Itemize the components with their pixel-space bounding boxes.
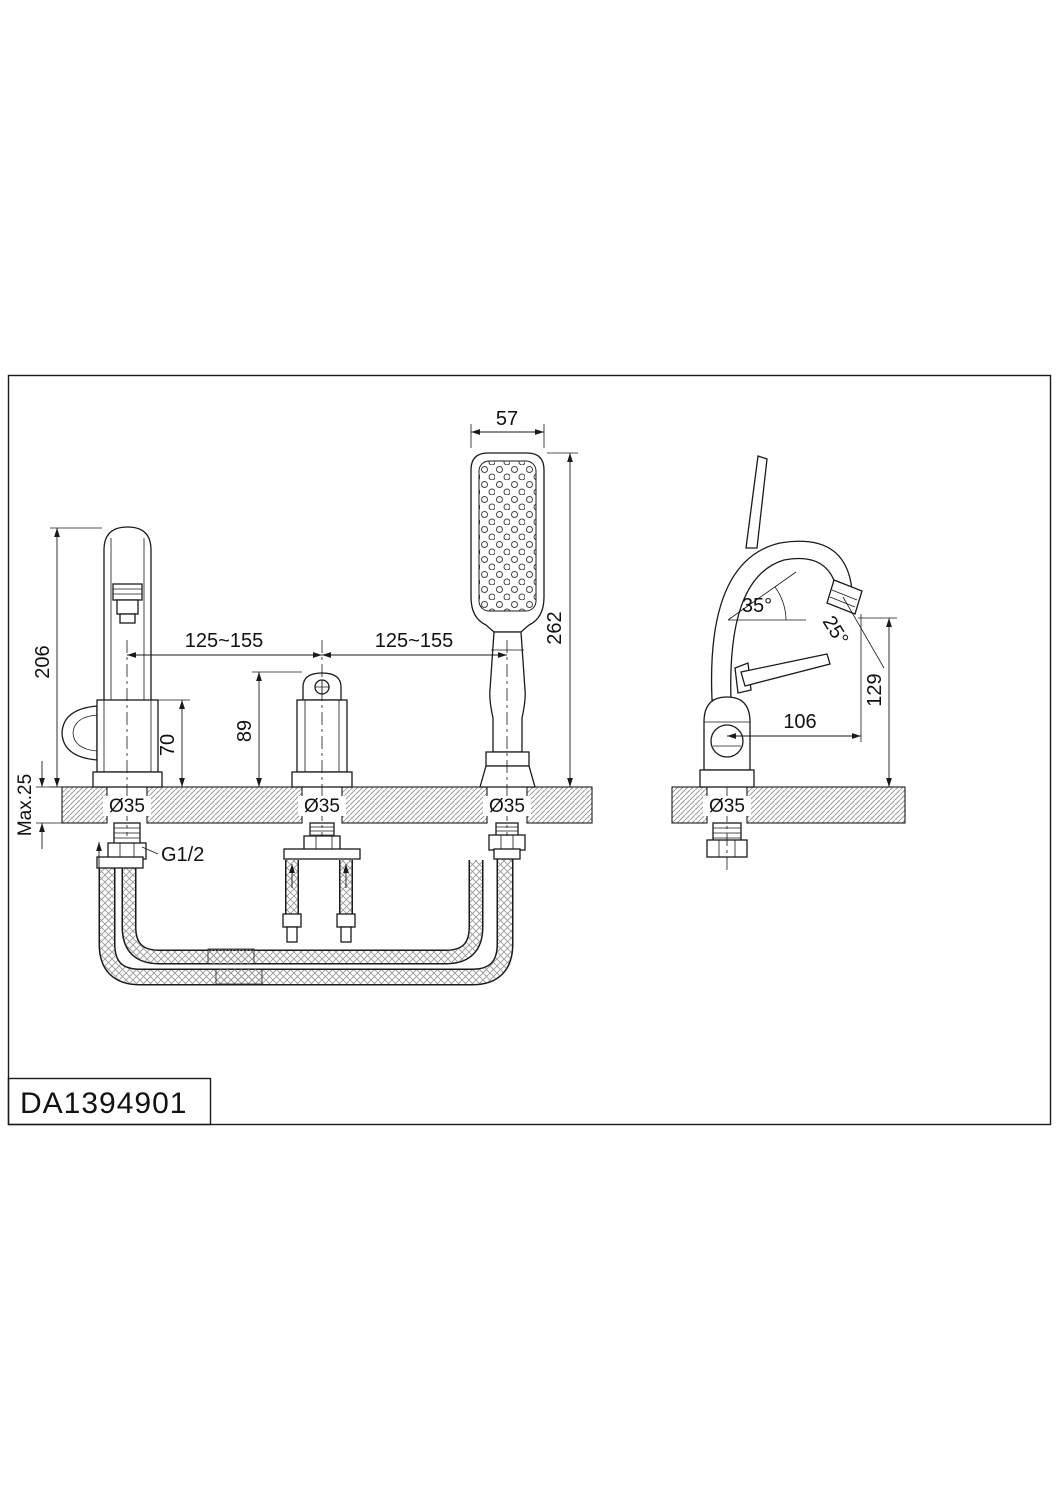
- valve-body-inner-lines: [304, 700, 340, 772]
- side-pop-up-knob: [710, 724, 744, 758]
- hole-diameter-labels: Ø35 Ø35 Ø35: [103, 796, 531, 817]
- shower-holder-cone: [479, 765, 536, 788]
- side-hole-diameter-label: Ø35: [703, 796, 751, 817]
- front-view-supply-tails: [282, 860, 356, 943]
- dim-max25-text: Max.25: [15, 774, 36, 836]
- hose-inner-body: [123, 860, 482, 963]
- dim-57-text: 57: [496, 408, 518, 430]
- spout-tube-inner-lines: [110, 538, 145, 700]
- side-view-deck: [671, 786, 906, 824]
- dim-hole-spacing: 125~155 125~155: [127, 630, 507, 658]
- dim-valve-height: 89: [234, 671, 302, 787]
- spout-aerator-top: [112, 583, 143, 601]
- dim-handshower-height: 262: [544, 452, 592, 788]
- spout-aerator-rings: [113, 588, 142, 595]
- shower-nut: [488, 834, 526, 851]
- deck-seg-1: [61, 786, 108, 824]
- side-hole-dia-text: Ø35: [709, 796, 745, 817]
- deck-seg-2: [146, 786, 303, 824]
- dim-spacing-right-text: 125~155: [375, 630, 453, 652]
- side-view-body: [699, 455, 863, 870]
- dim-70-text: 70: [157, 734, 179, 756]
- dim-35-lines: [727, 571, 806, 621]
- side-nut-facets: [718, 840, 736, 857]
- dim-spout-body-height: 70: [157, 699, 190, 787]
- thread-leader-line: [141, 846, 159, 855]
- tail-right-nipple: [340, 926, 352, 943]
- valve-manifold: [283, 848, 361, 860]
- front-view-flow-arrows: [96, 842, 349, 888]
- thread-size-text: G1/2: [161, 844, 204, 866]
- shower-nut-facets: [500, 835, 514, 850]
- dim-35-arc: [774, 586, 787, 621]
- spout-nut-facets: [119, 843, 135, 859]
- dim-shower-width: 57: [470, 408, 545, 448]
- shower-spray-face: [478, 460, 537, 612]
- hose-inner-outline: [121, 860, 484, 965]
- dim-35-text: 35°: [742, 595, 772, 617]
- spout-aerator-tip: [119, 613, 136, 624]
- front-view-shanks: [96, 822, 526, 869]
- tail-left-nipple: [286, 926, 298, 943]
- side-lever-up: [745, 455, 768, 549]
- hole-dia-spout-text: Ø35: [109, 796, 145, 817]
- dim-129-text: 129: [864, 673, 886, 706]
- dim-262-text: 262: [544, 611, 566, 644]
- tail-left-fitting: [282, 913, 302, 928]
- front-view-hoses: [98, 852, 514, 986]
- side-spout-nozzle: [826, 579, 863, 615]
- title-block: [7, 1077, 212, 1126]
- hose-inner-braid: [123, 860, 482, 963]
- dim-106-text: 106: [783, 711, 816, 733]
- spout-assembly: [61, 526, 163, 788]
- dim-89-text: 89: [234, 720, 256, 742]
- hose-tag-inner: [207, 948, 255, 965]
- part-number: DA1394901: [20, 1087, 187, 1120]
- dim-max25-ext-lines: [36, 786, 62, 824]
- side-lever-down: [740, 653, 831, 687]
- dim-outlet-height: 129: [858, 617, 897, 787]
- dim-spacing-left-text: 125~155: [185, 630, 263, 652]
- handshower-assembly: [470, 452, 545, 788]
- spout-body-inner-lines: [103, 700, 152, 772]
- side-deck-seg-1: [671, 786, 708, 824]
- spout-body: [96, 699, 159, 773]
- hole-label-bg-3: [483, 796, 531, 816]
- side-deck-seg-2: [746, 786, 906, 824]
- drawing-frame: DA1394901: [7, 374, 1052, 1126]
- dim-206-text: 206: [32, 645, 54, 678]
- hole-label-bg-2: [298, 796, 346, 816]
- deck-seg-4: [526, 786, 593, 824]
- dim-deck-thickness: Max.25: [15, 761, 62, 849]
- spout-base-flange: [92, 771, 163, 788]
- dim-spout-reach: 106: [727, 614, 862, 742]
- side-nozzle-detail: [829, 589, 858, 608]
- dim-25-text: 25°: [818, 612, 853, 649]
- shower-holder-ring: [485, 751, 530, 767]
- spout-aerator-mid: [116, 599, 139, 615]
- dim-25-line: [842, 596, 885, 669]
- hose-tag-outer: [215, 968, 263, 985]
- front-view-deck: [61, 786, 593, 824]
- shower-hose-fitting: [493, 848, 521, 860]
- dim-57-ext-lines: [470, 424, 545, 448]
- border-rect: [7, 374, 1052, 1126]
- thread-label: G1/2: [141, 844, 204, 866]
- side-hole-label-bg: [703, 796, 751, 816]
- deck-seg-3: [341, 786, 488, 824]
- dim-angle-up: 35°: [727, 571, 806, 621]
- diverter-knob: [61, 705, 98, 761]
- hose-outer-braid: [100, 852, 512, 984]
- hole-label-bg-1: [103, 796, 151, 816]
- side-base-flange: [699, 769, 755, 788]
- diverter-knob-inner: [72, 714, 98, 752]
- spout-hose-fitting: [96, 856, 144, 869]
- tail-right-fitting: [336, 913, 356, 928]
- hole-dia-shower-text: Ø35: [489, 796, 525, 817]
- hole-dia-valve-text: Ø35: [304, 796, 340, 817]
